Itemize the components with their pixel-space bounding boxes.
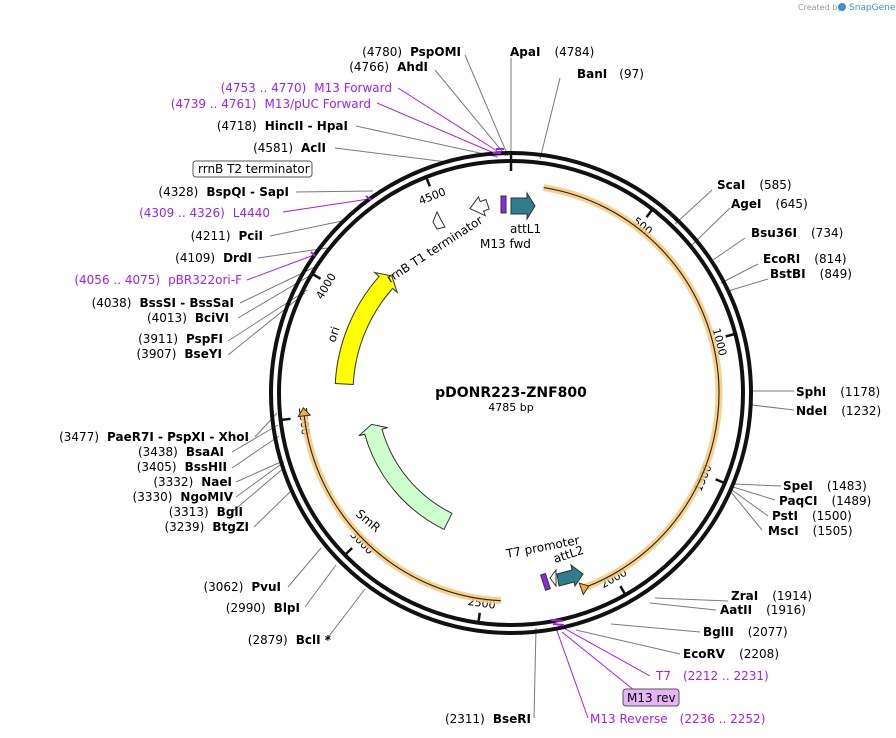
orf-arc-1-head [578, 582, 590, 596]
site-bsu36i[interactable]: Bsu36I(734) [751, 226, 843, 240]
primer-m13-puc-forward[interactable]: (4739 .. 4761)M13/pUC Forward [171, 97, 371, 111]
orf-arc-2[interactable] [300, 415, 501, 605]
site-ecori[interactable]: EcoRI(814) [763, 252, 847, 266]
tick-2500 [477, 612, 482, 623]
site-aatii[interactable]: AatII(1916) [720, 603, 806, 617]
site-pcii[interactable]: (4211)PciI [191, 229, 263, 243]
site-btgzi[interactable]: (3239)BtgZI [164, 520, 249, 534]
t7-promoter-arrow[interactable] [549, 568, 557, 588]
primer-t7[interactable]: T7(2212 .. 2231) [655, 669, 769, 683]
site-paqci[interactable]: PaqCI(1489) [779, 494, 871, 508]
orf-arc-2-core [303, 415, 501, 602]
right-site-labels: ApaI(4784) BanI(97) ScaI(585) AgeI(645) … [510, 45, 881, 661]
site-pvui[interactable]: (3062)PvuI [203, 580, 281, 594]
primer-binding-marks [310, 148, 565, 626]
site-bgli[interactable]: (3313)BglI [169, 505, 243, 519]
attl2-core-mark [539, 572, 551, 591]
left-site-labels: (4780)PspOMI (4766)AhdI (4718)HincII - H… [59, 45, 531, 726]
primer-m13-forward[interactable]: (4753 .. 4770)M13 Forward [221, 81, 392, 95]
rrnb-t1-feature-arrow[interactable] [467, 195, 491, 220]
tick-4500 [425, 176, 432, 187]
site-sphi[interactable]: SphI(1178) [796, 385, 880, 399]
site-pspomi[interactable]: (4780)PspOMI [362, 45, 461, 59]
site-spei[interactable]: SpeI(1483) [783, 479, 867, 493]
site-scai[interactable]: ScaI(585) [717, 178, 792, 192]
site-bani[interactable]: BanI(97) [577, 67, 644, 81]
site-paer7i-pspxi-xhoi[interactable]: (3477)PaeR7I - PspXI - XhoI [59, 430, 249, 444]
site-agei[interactable]: AgeI(645) [731, 197, 808, 211]
site-bsssi-bsssai[interactable]: (4038)BssSI - BssSaI [92, 296, 234, 310]
primer-pbr322ori-f[interactable]: (4056 .. 4075)pBR322ori-F [74, 273, 242, 287]
orf-arc-1-core [543, 186, 720, 590]
site-hincii-hpai[interactable]: (4718)HincII - HpaI [217, 119, 348, 133]
site-ecorv[interactable]: EcoRV(2208) [683, 647, 779, 661]
site-bseri[interactable]: (2311)BseRI [445, 712, 531, 726]
site-bspqi-sapi[interactable]: (4328)BspQI - SapI [158, 185, 289, 199]
site-bcivi[interactable]: (4013)BciVI [147, 311, 229, 325]
tick-4000 [311, 272, 322, 280]
site-bseyi[interactable]: (3907)BseYI [137, 347, 223, 361]
primer-m13-reverse[interactable]: M13 Reverse(2236 .. 2252) [590, 712, 765, 726]
m13fwd-label: M13 fwd [480, 237, 531, 251]
tick-1000 [725, 332, 736, 338]
tick-3000 [344, 547, 353, 556]
plasmid-name: pDONR223-ZNF800 [435, 385, 587, 401]
attl1-core-mark [500, 195, 507, 214]
ori-label: ori [325, 325, 343, 344]
site-leader-lines [227, 54, 795, 719]
tick-2000 [619, 585, 627, 596]
credit-brand: SnapGene [849, 3, 896, 13]
site-zrai[interactable]: ZraI(1914) [731, 589, 812, 603]
orf-arcs [297, 184, 723, 605]
site-bstbi[interactable]: BstBI(849) [770, 267, 852, 281]
site-apai[interactable]: ApaI(4784) [510, 45, 594, 59]
attl2-feature-arrow[interactable] [556, 563, 584, 588]
site-bsaai[interactable]: (3438)BsaAI [138, 445, 224, 459]
tick-label-4500: 4500 [417, 185, 448, 207]
rrnb-t2-feature-arrow[interactable] [432, 210, 446, 230]
primer-labels: (4753 .. 4770)M13 Forward (4739 .. 4761)… [74, 81, 768, 726]
rrnb-t2-label: rrnB T2 terminator [198, 162, 310, 176]
snapgene-logo-icon [838, 3, 846, 11]
site-bcli[interactable]: (2879)BclI * [248, 633, 332, 647]
site-ahdi[interactable]: (4766)AhdI [349, 60, 428, 74]
attl1-label: attL1 [510, 222, 541, 236]
site-msci[interactable]: MscI(1505) [768, 524, 853, 538]
site-drdi[interactable]: (4109)DrdI [175, 251, 252, 265]
site-bglii[interactable]: BglII(2077) [703, 625, 788, 639]
credit-prefix: Created by [798, 3, 842, 12]
site-blpi[interactable]: (2990)BlpI [226, 601, 300, 615]
plasmid-length: 4785 bp [488, 401, 533, 414]
rrnb-t2-label-box [192, 160, 313, 178]
tick-3500 [280, 417, 291, 422]
site-pspfi[interactable]: (3911)PspFI [138, 332, 223, 346]
primer-m13-rev-box [622, 688, 680, 707]
primer-leader-lines [246, 87, 651, 719]
orf-arc-2-head [297, 407, 312, 418]
site-naei[interactable]: (3332)NaeI [153, 475, 232, 489]
tick-1500 [715, 478, 726, 485]
smr-feature-arrow[interactable] [358, 423, 453, 531]
primer-m13-rev[interactable]: M13 rev [627, 691, 676, 705]
site-acli[interactable]: (4581)AclI [253, 141, 326, 155]
ori-feature-arrow[interactable] [334, 271, 399, 385]
site-ndei[interactable]: NdeI(1232) [796, 404, 881, 418]
site-bsshii[interactable]: (3405)BssHII [137, 460, 227, 474]
tick-500 [645, 208, 654, 218]
primer-l4440[interactable]: (4309 .. 4326)L4440 [139, 206, 270, 220]
attl1-feature-arrow[interactable] [510, 191, 536, 221]
site-ngomiv[interactable]: (3330)NgoMIV [133, 490, 234, 504]
site-psti[interactable]: PstI(1500) [772, 509, 852, 523]
